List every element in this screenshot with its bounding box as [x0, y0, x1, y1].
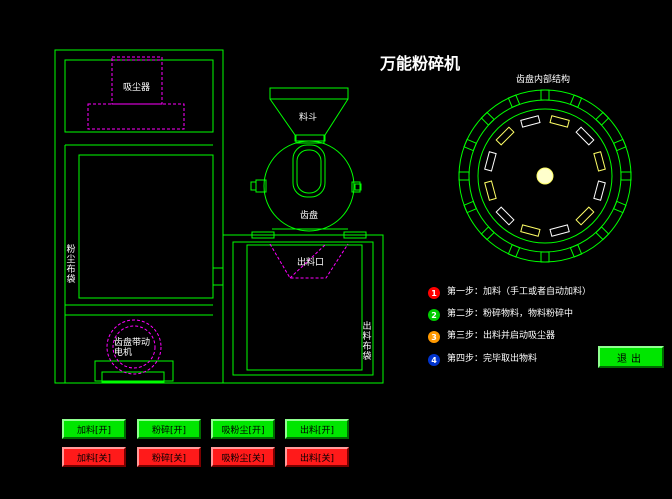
gear-blade: [520, 224, 541, 237]
gear-tooth: [613, 138, 627, 152]
crush-off-button[interactable]: 粉碎[关]: [137, 447, 201, 467]
feed-on-button[interactable]: 加料[开]: [62, 419, 126, 439]
gear-blade: [575, 206, 595, 226]
dust-suction-on-button[interactable]: 吸粉尘[开]: [211, 419, 275, 439]
dust-collector-body: [111, 56, 163, 105]
step-2-badge: 2: [428, 309, 440, 321]
gear-blade: [549, 224, 570, 237]
gear-disc-hub: [536, 167, 554, 185]
gear-tooth: [595, 226, 610, 241]
gear-blade: [484, 180, 497, 201]
gear-tooth: [480, 111, 495, 126]
exit-button[interactable]: 退出: [598, 346, 664, 368]
gear-disc-structure: [458, 89, 632, 263]
gear-tooth: [620, 171, 632, 181]
step-1: 1 第一步：加料（手工或者自动加料）: [428, 287, 592, 299]
gear-tooth: [463, 138, 477, 152]
output-bag-label: 出料布袋: [362, 322, 372, 362]
gear-tooth: [613, 200, 627, 214]
gear-blade: [549, 115, 570, 128]
output-bin: [246, 244, 363, 371]
output-cabinet: [222, 234, 384, 384]
gear-blade: [495, 206, 515, 226]
gear-tooth: [507, 94, 521, 108]
dust-collector-label: 吸尘器: [123, 83, 151, 93]
gear-tooth: [540, 89, 550, 101]
gear-tooth: [540, 251, 550, 263]
motor-label: 齿盘带动电机: [114, 338, 151, 358]
gear-disc-subtitle: 齿盘内部结构: [516, 75, 571, 85]
step-3-text: 第三步：出料并启动吸尘器: [447, 331, 556, 341]
step-1-text: 第一步：加料（手工或者自动加料）: [447, 287, 592, 297]
outlet-label: 出料口: [297, 258, 325, 268]
crush-on-button[interactable]: 粉碎[开]: [137, 419, 201, 439]
discharge-off-button[interactable]: 出料[关]: [285, 447, 349, 467]
dust-bag-compartment: [78, 154, 214, 299]
step-1-badge: 1: [428, 287, 440, 299]
gear-tooth: [569, 94, 583, 108]
gear-tooth: [458, 171, 470, 181]
gear-tooth: [463, 200, 477, 214]
dust-suction-off-button[interactable]: 吸粉尘[关]: [211, 447, 275, 467]
step-4: 4 第四步：完毕取出物料: [428, 354, 587, 366]
hopper-label: 料斗: [299, 113, 318, 123]
step-4-text: 第四步：完毕取出物料: [447, 354, 538, 364]
gear-tooth: [569, 244, 583, 258]
gear-blade: [593, 151, 606, 172]
gear-blade: [593, 180, 606, 201]
gear-blade: [484, 151, 497, 172]
page-title: 万能粉碎机: [380, 54, 461, 73]
gear-tooth: [507, 244, 521, 258]
dust-bag-label: 粉尘布袋: [66, 245, 76, 285]
hopper-top: [269, 87, 349, 100]
step-2: 2 第二步：粉碎物料，物料粉碎中: [428, 309, 587, 321]
gear-tooth: [480, 226, 495, 241]
gear-disc-label: 齿盘: [300, 211, 319, 221]
gear-tooth: [595, 111, 610, 126]
cabinet-frame: [54, 49, 224, 384]
step-4-badge: 4: [428, 354, 440, 366]
discharge-on-button[interactable]: 出料[开]: [285, 419, 349, 439]
step-3: 3 第三步：出料并启动吸尘器: [428, 331, 587, 343]
gear-blade: [520, 115, 541, 128]
motor-circle: [106, 319, 162, 375]
gear-blade: [495, 126, 515, 146]
step-3-badge: 3: [428, 331, 440, 343]
step-2-text: 第二步：粉碎物料，物料粉碎中: [447, 309, 574, 319]
gear-blade: [575, 126, 595, 146]
feed-off-button[interactable]: 加料[关]: [62, 447, 126, 467]
